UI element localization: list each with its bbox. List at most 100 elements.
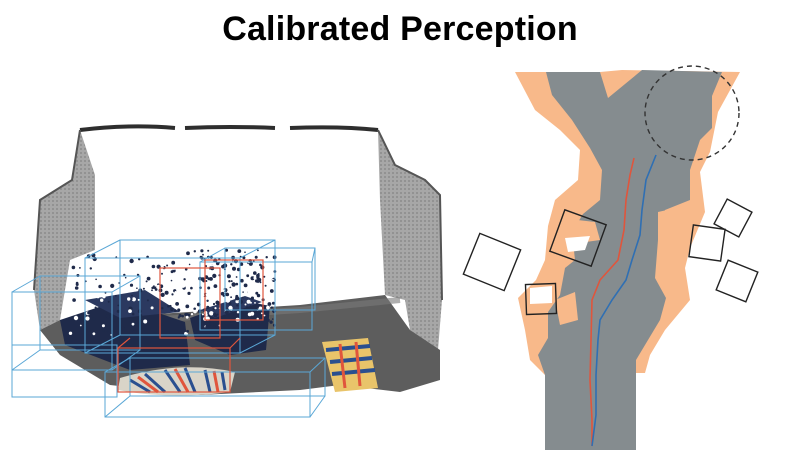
- point: [245, 306, 249, 309]
- point: [183, 301, 186, 304]
- point: [74, 286, 79, 290]
- point: [187, 291, 191, 295]
- point: [174, 291, 177, 293]
- path-blue: [591, 154, 657, 447]
- point: [133, 266, 137, 269]
- point: [175, 302, 180, 306]
- point: [185, 304, 190, 309]
- point: [244, 324, 246, 327]
- point: [80, 265, 83, 268]
- point: [271, 265, 275, 269]
- map-gray-region: [538, 70, 722, 450]
- point: [260, 321, 263, 324]
- point: [246, 274, 250, 278]
- point: [223, 314, 226, 317]
- point: [145, 280, 148, 283]
- point: [228, 306, 231, 309]
- point: [154, 288, 158, 291]
- point: [213, 312, 216, 315]
- point: [242, 256, 246, 260]
- left-wall: [34, 130, 95, 330]
- point: [253, 276, 256, 280]
- point: [79, 267, 81, 269]
- focus-circle-dashed: [644, 65, 740, 161]
- point: [96, 296, 100, 299]
- point: [231, 283, 236, 287]
- map-orange-notch: [658, 208, 684, 246]
- point: [234, 312, 238, 315]
- point: [272, 278, 274, 281]
- point: [207, 286, 211, 290]
- point: [236, 267, 241, 272]
- point: [249, 305, 252, 307]
- point: [186, 329, 190, 333]
- point: [271, 318, 274, 320]
- point: [207, 249, 210, 252]
- rug-right: [322, 338, 378, 392]
- point: [150, 306, 154, 310]
- point: [131, 312, 135, 316]
- point: [235, 276, 238, 278]
- point: [142, 287, 145, 290]
- point: [131, 297, 136, 302]
- point: [243, 283, 248, 288]
- point: [253, 271, 257, 275]
- point: [247, 312, 252, 317]
- point: [200, 293, 205, 297]
- point: [247, 281, 251, 284]
- point: [170, 279, 173, 282]
- point: [71, 265, 76, 270]
- point: [202, 253, 204, 256]
- point: [250, 276, 255, 281]
- point: [269, 320, 273, 324]
- right-wall: [378, 130, 442, 350]
- point: [92, 332, 96, 336]
- point: [167, 300, 171, 304]
- point: [243, 310, 247, 315]
- point: [268, 253, 272, 257]
- point: [190, 313, 194, 316]
- point: [228, 268, 232, 271]
- point: [228, 302, 232, 305]
- point: [179, 264, 182, 267]
- ceiling-rim: [79, 124, 379, 132]
- point: [161, 272, 163, 275]
- point: [131, 322, 135, 326]
- point: [101, 324, 105, 328]
- point: [210, 322, 215, 327]
- point: [257, 249, 259, 252]
- point: [256, 276, 260, 280]
- point: [232, 266, 236, 271]
- point: [263, 314, 266, 317]
- point: [207, 277, 211, 281]
- point: [167, 255, 170, 258]
- point: [137, 298, 140, 301]
- point: [131, 298, 133, 300]
- point: [130, 320, 133, 324]
- point: [85, 316, 90, 321]
- point: [245, 270, 250, 275]
- point: [200, 249, 204, 253]
- point: [75, 281, 79, 285]
- point: [183, 278, 186, 281]
- point: [87, 311, 91, 315]
- point: [205, 280, 208, 282]
- point: [184, 268, 188, 271]
- point: [256, 293, 261, 298]
- point: [73, 315, 79, 321]
- point: [248, 261, 253, 266]
- point: [107, 282, 110, 285]
- point: [117, 304, 120, 307]
- point: [212, 273, 217, 278]
- point: [254, 302, 256, 304]
- point: [256, 269, 259, 271]
- point: [161, 323, 164, 326]
- point: [205, 325, 210, 330]
- point: [173, 309, 177, 312]
- bounding-boxes-red: [117, 259, 264, 393]
- point: [239, 262, 244, 266]
- point: [167, 304, 170, 308]
- point: [201, 313, 204, 316]
- point: [171, 260, 176, 265]
- point: [172, 269, 176, 273]
